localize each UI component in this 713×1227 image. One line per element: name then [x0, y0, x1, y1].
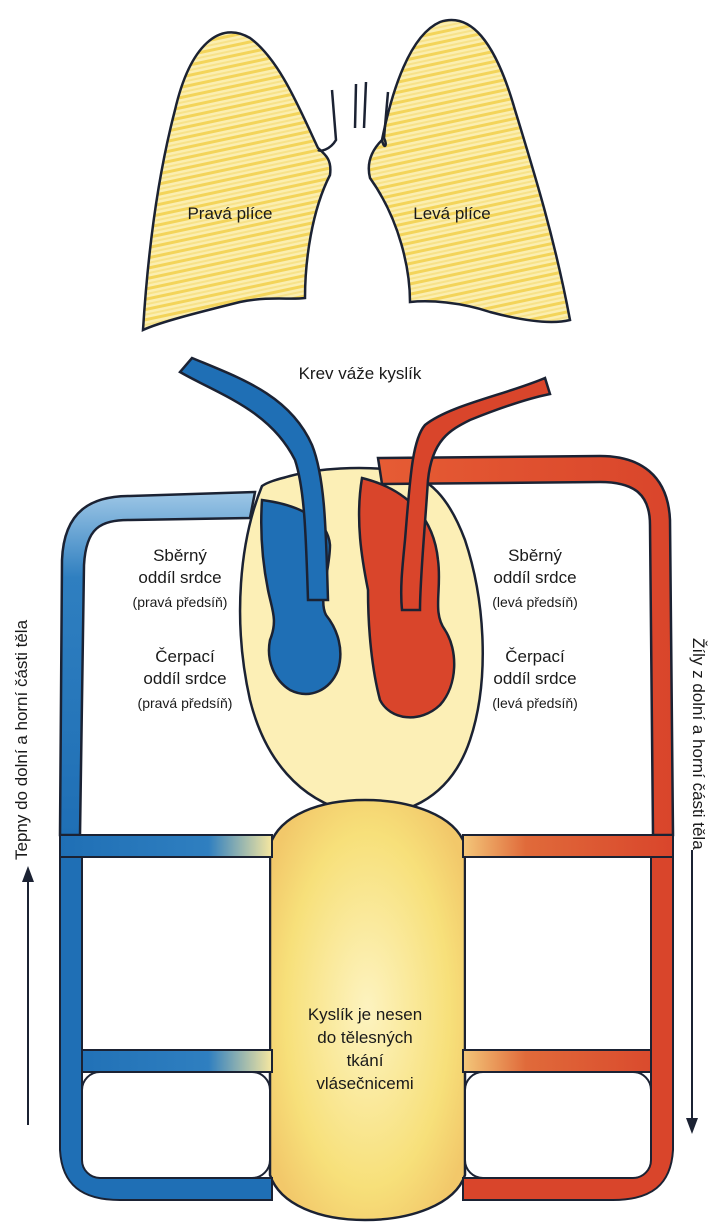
right-ventricle-line2: oddíl srdce [105, 668, 265, 690]
right-ventricle-note: (pravá předsíň) [105, 692, 265, 714]
arrow-up-head [22, 866, 34, 882]
left-atrium-line2: oddíl srdce [455, 567, 615, 589]
arterial-branch-middle [60, 1050, 272, 1072]
right-atrium-line1: Sběrný [100, 545, 260, 567]
tissue-box-left-lower [82, 1072, 270, 1178]
tissue-box-right-lower [465, 1072, 651, 1178]
veins-label: Žíly z dolní a horní části těla [688, 638, 708, 850]
right-atrium-label: Sběrný oddíl srdce (pravá předsíň) [100, 545, 260, 613]
left-lung-label: Levá plíce [392, 203, 512, 225]
arterial-branch-upper [60, 835, 272, 857]
left-ventricle-line1: Čerpací [455, 646, 615, 668]
capillaries-line3: tkání [290, 1049, 440, 1072]
right-lung-label: Pravá plíce [170, 203, 290, 225]
capillaries-label: Kyslík je nesen do tělesných tkání vláse… [290, 1003, 440, 1095]
left-lung [369, 20, 570, 322]
right-atrium-line2: oddíl srdce [100, 567, 260, 589]
left-ventricle-note: (levá předsíň) [455, 692, 615, 714]
capillaries-line2: do tělesných [290, 1026, 440, 1049]
venous-branch-upper [463, 835, 673, 857]
oxygen-binding-label: Krev váže kyslík [250, 363, 470, 385]
tissue-box-left-upper [82, 857, 270, 1050]
right-lung [143, 32, 330, 330]
lungs [143, 20, 570, 330]
left-atrium-label: Sběrný oddíl srdce (levá předsíň) [455, 545, 615, 613]
capillaries-line1: Kyslík je nesen [290, 1003, 440, 1026]
left-atrium-line1: Sběrný [455, 545, 615, 567]
right-ventricle-label: Čerpací oddíl srdce (pravá předsíň) [105, 646, 265, 714]
venous-branch-middle [463, 1050, 673, 1072]
arrow-down-head [686, 1118, 698, 1134]
left-ventricle-line2: oddíl srdce [455, 668, 615, 690]
right-ventricle-line1: Čerpací [105, 646, 265, 668]
capillaries-line4: vlásečnicemi [290, 1072, 440, 1095]
left-atrium-note: (levá předsíň) [455, 591, 615, 613]
arteries-label: Tepny do dolní a horní části těla [12, 620, 32, 860]
right-atrium-note: (pravá předsíň) [100, 591, 260, 613]
tissue-box-right-upper [465, 857, 651, 1050]
left-ventricle-label: Čerpací oddíl srdce (levá předsíň) [455, 646, 615, 714]
trachea [318, 82, 388, 151]
